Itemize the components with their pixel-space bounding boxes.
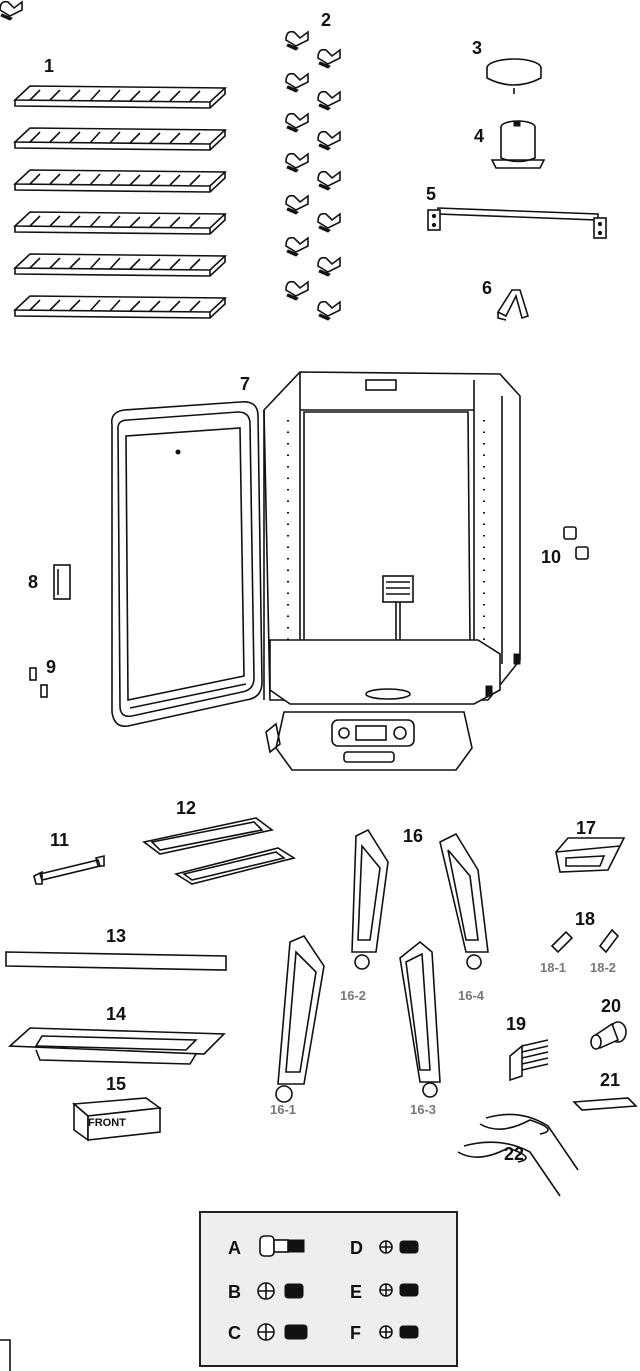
label-part-7: 7 [240, 374, 250, 394]
label-16-3: 16-3 [410, 1102, 436, 1117]
label-part-12: 12 [176, 798, 196, 818]
label-part-6: 6 [482, 278, 492, 298]
label-part-2: 2 [321, 10, 331, 30]
label-part-22: 22 [504, 1144, 524, 1164]
heat-shield [509, 1039, 549, 1082]
door-handle-bar [427, 207, 607, 239]
label-18-2: 18-2 [590, 960, 616, 975]
label-part-19: 19 [506, 1014, 526, 1034]
chimney [490, 120, 546, 169]
label-part-17: 17 [576, 818, 596, 838]
leg-caps [563, 526, 589, 560]
control-knob [590, 1021, 627, 1050]
mounting-plate [572, 1097, 638, 1111]
hardware-letter-b: B [228, 1282, 241, 1302]
drip-trays [142, 817, 297, 885]
label-part-1: 1 [44, 56, 54, 76]
chip-bracket [496, 289, 529, 321]
smoker-cabinet [110, 371, 521, 771]
label-part-8: 8 [28, 572, 38, 592]
hardware-letter-e: E [350, 1282, 362, 1302]
hardware-letter-c: C [228, 1323, 241, 1343]
label-part-9: 9 [46, 657, 56, 677]
chip-tray [555, 837, 626, 873]
label-part-3: 3 [472, 38, 482, 58]
rack-brackets [0, 0, 341, 321]
legs [275, 828, 489, 1103]
label-part-13: 13 [106, 926, 126, 946]
label-part-16: 16 [403, 826, 423, 846]
box-front-text: FRONT [88, 1117, 126, 1129]
hardware-panel [199, 1211, 458, 1367]
label-part-5: 5 [426, 184, 436, 204]
label-part-11: 11 [50, 830, 69, 850]
door-latch [53, 564, 71, 600]
hinge-pieces [29, 667, 48, 698]
hardware-letter-f: F [350, 1323, 361, 1343]
support-rod [33, 854, 105, 885]
small-clips [550, 928, 620, 954]
long-bar [5, 951, 227, 971]
page-corner-mark [0, 1339, 11, 1371]
label-part-10: 10 [541, 547, 561, 567]
front-box [72, 1097, 163, 1142]
label-part-18: 18 [575, 909, 595, 929]
label-part-4: 4 [474, 126, 484, 146]
hardware-letter-a: A [228, 1238, 241, 1258]
water-tray [8, 1027, 226, 1065]
label-part-14: 14 [106, 1004, 126, 1024]
damper-cap [486, 58, 542, 94]
hardware-letter-d: D [350, 1238, 363, 1258]
meat-probes [457, 1113, 579, 1197]
label-part-21: 21 [600, 1070, 620, 1090]
label-18-1: 18-1 [540, 960, 566, 975]
label-16-4: 16-4 [458, 988, 485, 1003]
label-part-15: 15 [106, 1074, 126, 1094]
label-16-2: 16-2 [340, 988, 366, 1003]
label-16-1: 16-1 [270, 1102, 296, 1117]
label-part-20: 20 [601, 996, 621, 1016]
cooking-racks [12, 85, 228, 319]
